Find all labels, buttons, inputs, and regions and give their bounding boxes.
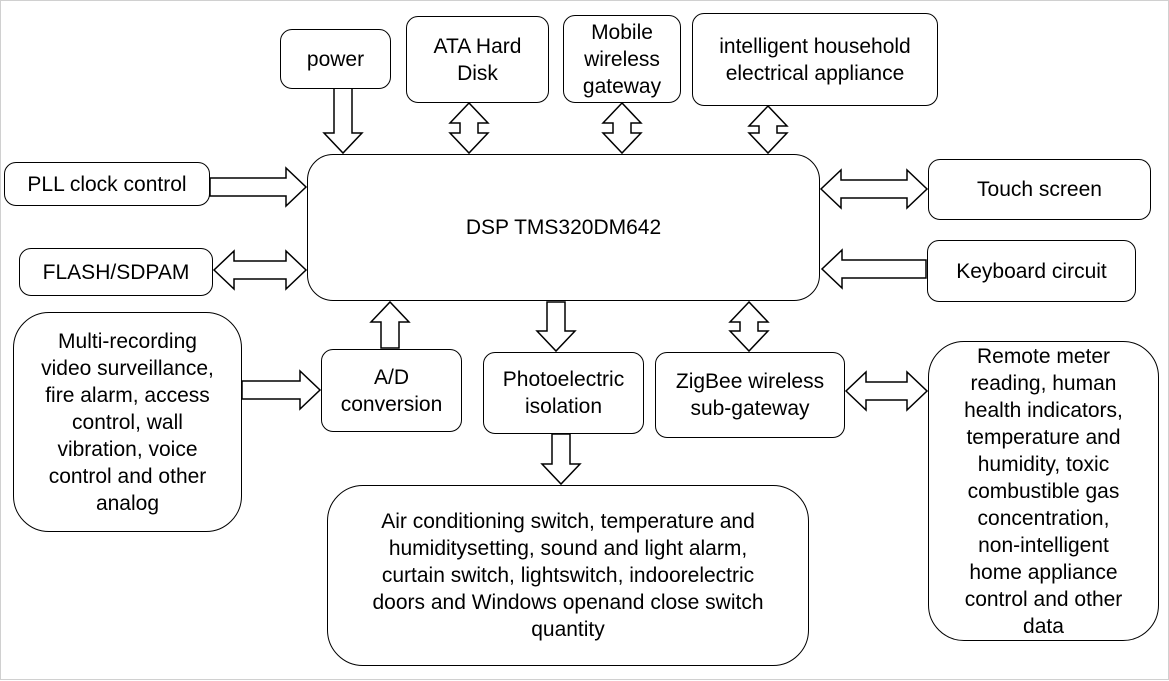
arrow-keyboard-to-dsp — [820, 248, 927, 290]
arrow-zigbee-remote — [844, 370, 929, 412]
arrow-mobile-dsp — [601, 101, 643, 155]
arrow-flash-dsp — [212, 249, 308, 291]
node-flash-sdpam: FLASH/SDPAM — [19, 248, 213, 296]
node-remote-meter-data: Remote meter reading, human health indic… — [928, 341, 1159, 641]
arrow-dsp-touch — [819, 168, 929, 210]
arrow-ad-to-dsp — [369, 300, 411, 349]
node-switch-quantity-outputs: Air conditioning switch, temperature and… — [327, 485, 809, 666]
node-ad-conversion: A/D conversion — [321, 349, 462, 432]
node-zigbee-sub-gateway: ZigBee wireless sub-gateway — [655, 352, 845, 438]
arrow-dsp-zigbee — [728, 300, 770, 353]
node-intelligent-household-appliance: intelligent household electrical applian… — [692, 13, 938, 106]
arrow-photo-to-air — [540, 433, 582, 486]
arrow-multi-to-ad — [241, 369, 322, 411]
arrow-dsp-to-photo — [535, 301, 577, 353]
arrow-power-to-dsp — [322, 86, 364, 155]
node-touch-screen: Touch screen — [928, 159, 1151, 220]
arrow-ata-dsp — [448, 101, 490, 155]
node-mobile-wireless-gateway: Mobile wireless gateway — [563, 15, 681, 103]
node-dsp-tms320dm642: DSP TMS320DM642 — [307, 154, 820, 301]
node-photoelectric-isolation: Photoelectric isolation — [483, 352, 644, 434]
node-multi-recording-sources: Multi-recording video surveillance, fire… — [13, 312, 242, 532]
node-keyboard-circuit: Keyboard circuit — [927, 240, 1136, 302]
arrow-household-dsp — [747, 104, 789, 155]
node-pll-clock-control: PLL clock control — [4, 162, 210, 206]
arrow-pll-to-dsp — [209, 166, 308, 208]
node-power: power — [280, 29, 391, 89]
node-ata-hard-disk: ATA Hard Disk — [406, 16, 549, 103]
